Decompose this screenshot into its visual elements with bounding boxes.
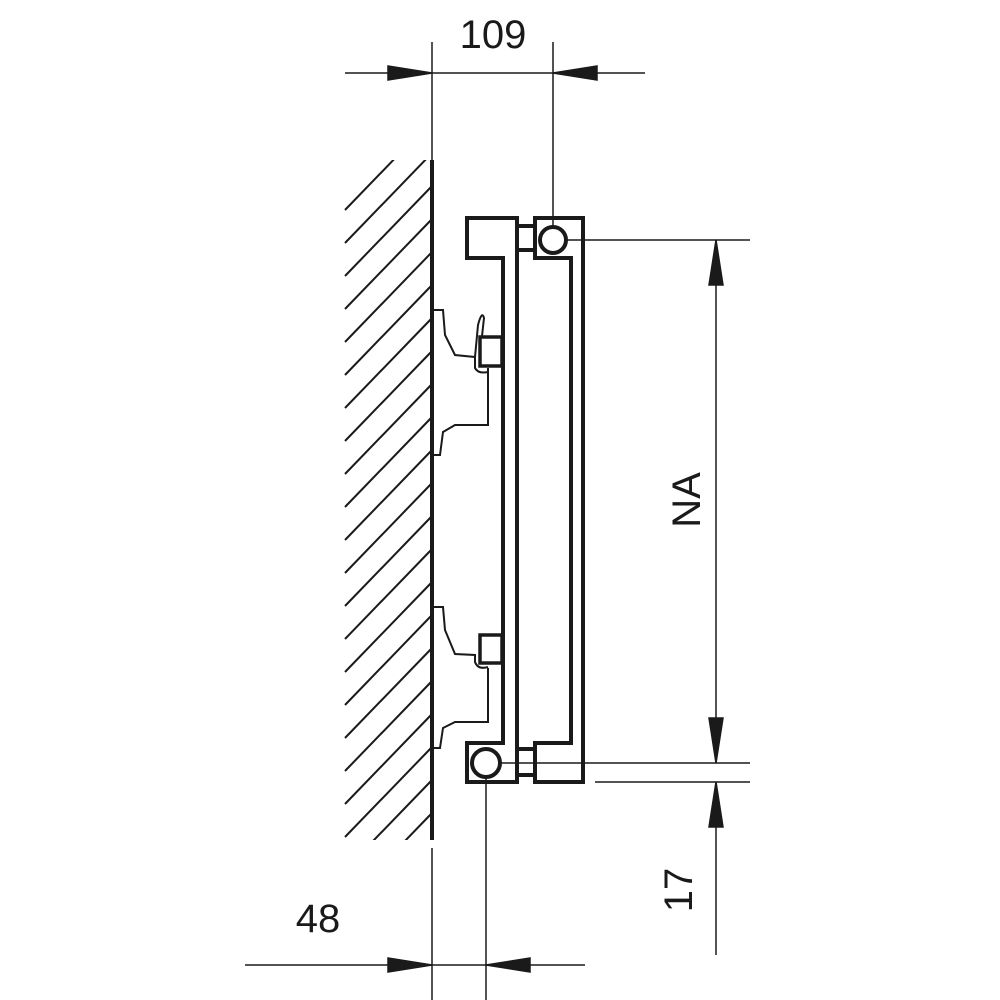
hatch-line — [344, 713, 432, 805]
hatch-line — [344, 614, 432, 706]
hatch-line — [344, 160, 395, 211]
hatch-line — [344, 350, 432, 442]
arrow-left — [552, 65, 598, 81]
arrow-up — [708, 781, 724, 828]
radiator — [465, 216, 585, 784]
top-pipe-connection — [538, 225, 568, 255]
hatch-line — [344, 680, 432, 772]
lower-bracket — [432, 606, 489, 749]
bottom-pipe-connection — [470, 747, 502, 779]
upper-bracket — [432, 309, 489, 456]
hatch-line — [345, 912, 432, 1000]
wall-brackets — [432, 309, 504, 749]
radiator-right-panel — [533, 216, 585, 784]
hatch-line — [344, 548, 432, 640]
hatch-line — [344, 383, 432, 475]
radiator-left-panel — [465, 216, 519, 784]
hatch-line — [344, 482, 432, 574]
arrow-right — [387, 65, 433, 81]
hatch-line — [344, 185, 432, 277]
hatch-line — [344, 317, 432, 409]
dimension-17-label: 17 — [657, 868, 701, 913]
dimension-lines — [245, 42, 750, 1000]
wall-hatching — [344, 160, 432, 1000]
lower-bracket-clip — [478, 633, 504, 665]
hatch-line — [344, 284, 432, 376]
hatch-line — [344, 416, 432, 508]
hatch-line — [345, 879, 432, 969]
arrow-up — [708, 239, 724, 286]
dimension-na-label: NA — [665, 472, 709, 528]
hatch-line — [344, 449, 432, 541]
hatch-line — [344, 160, 427, 244]
hatch-line — [344, 647, 432, 739]
arrow-right — [387, 957, 433, 973]
hatch-line — [344, 746, 432, 838]
hatch-line — [344, 251, 432, 343]
hatch-line — [404, 812, 432, 840]
dimension-48-label: 48 — [296, 897, 341, 941]
bottom-connector — [515, 747, 537, 777]
arrow-down — [708, 717, 724, 764]
upper-bracket-clip — [478, 335, 504, 368]
hatch-line — [344, 515, 432, 607]
hatch-line — [344, 218, 432, 310]
hatch-line — [372, 779, 432, 840]
dimension-109-label: 109 — [460, 13, 527, 57]
arrow-left — [485, 957, 531, 973]
hatch-line — [345, 846, 432, 936]
hatch-line — [344, 581, 432, 673]
top-connector — [515, 224, 537, 252]
